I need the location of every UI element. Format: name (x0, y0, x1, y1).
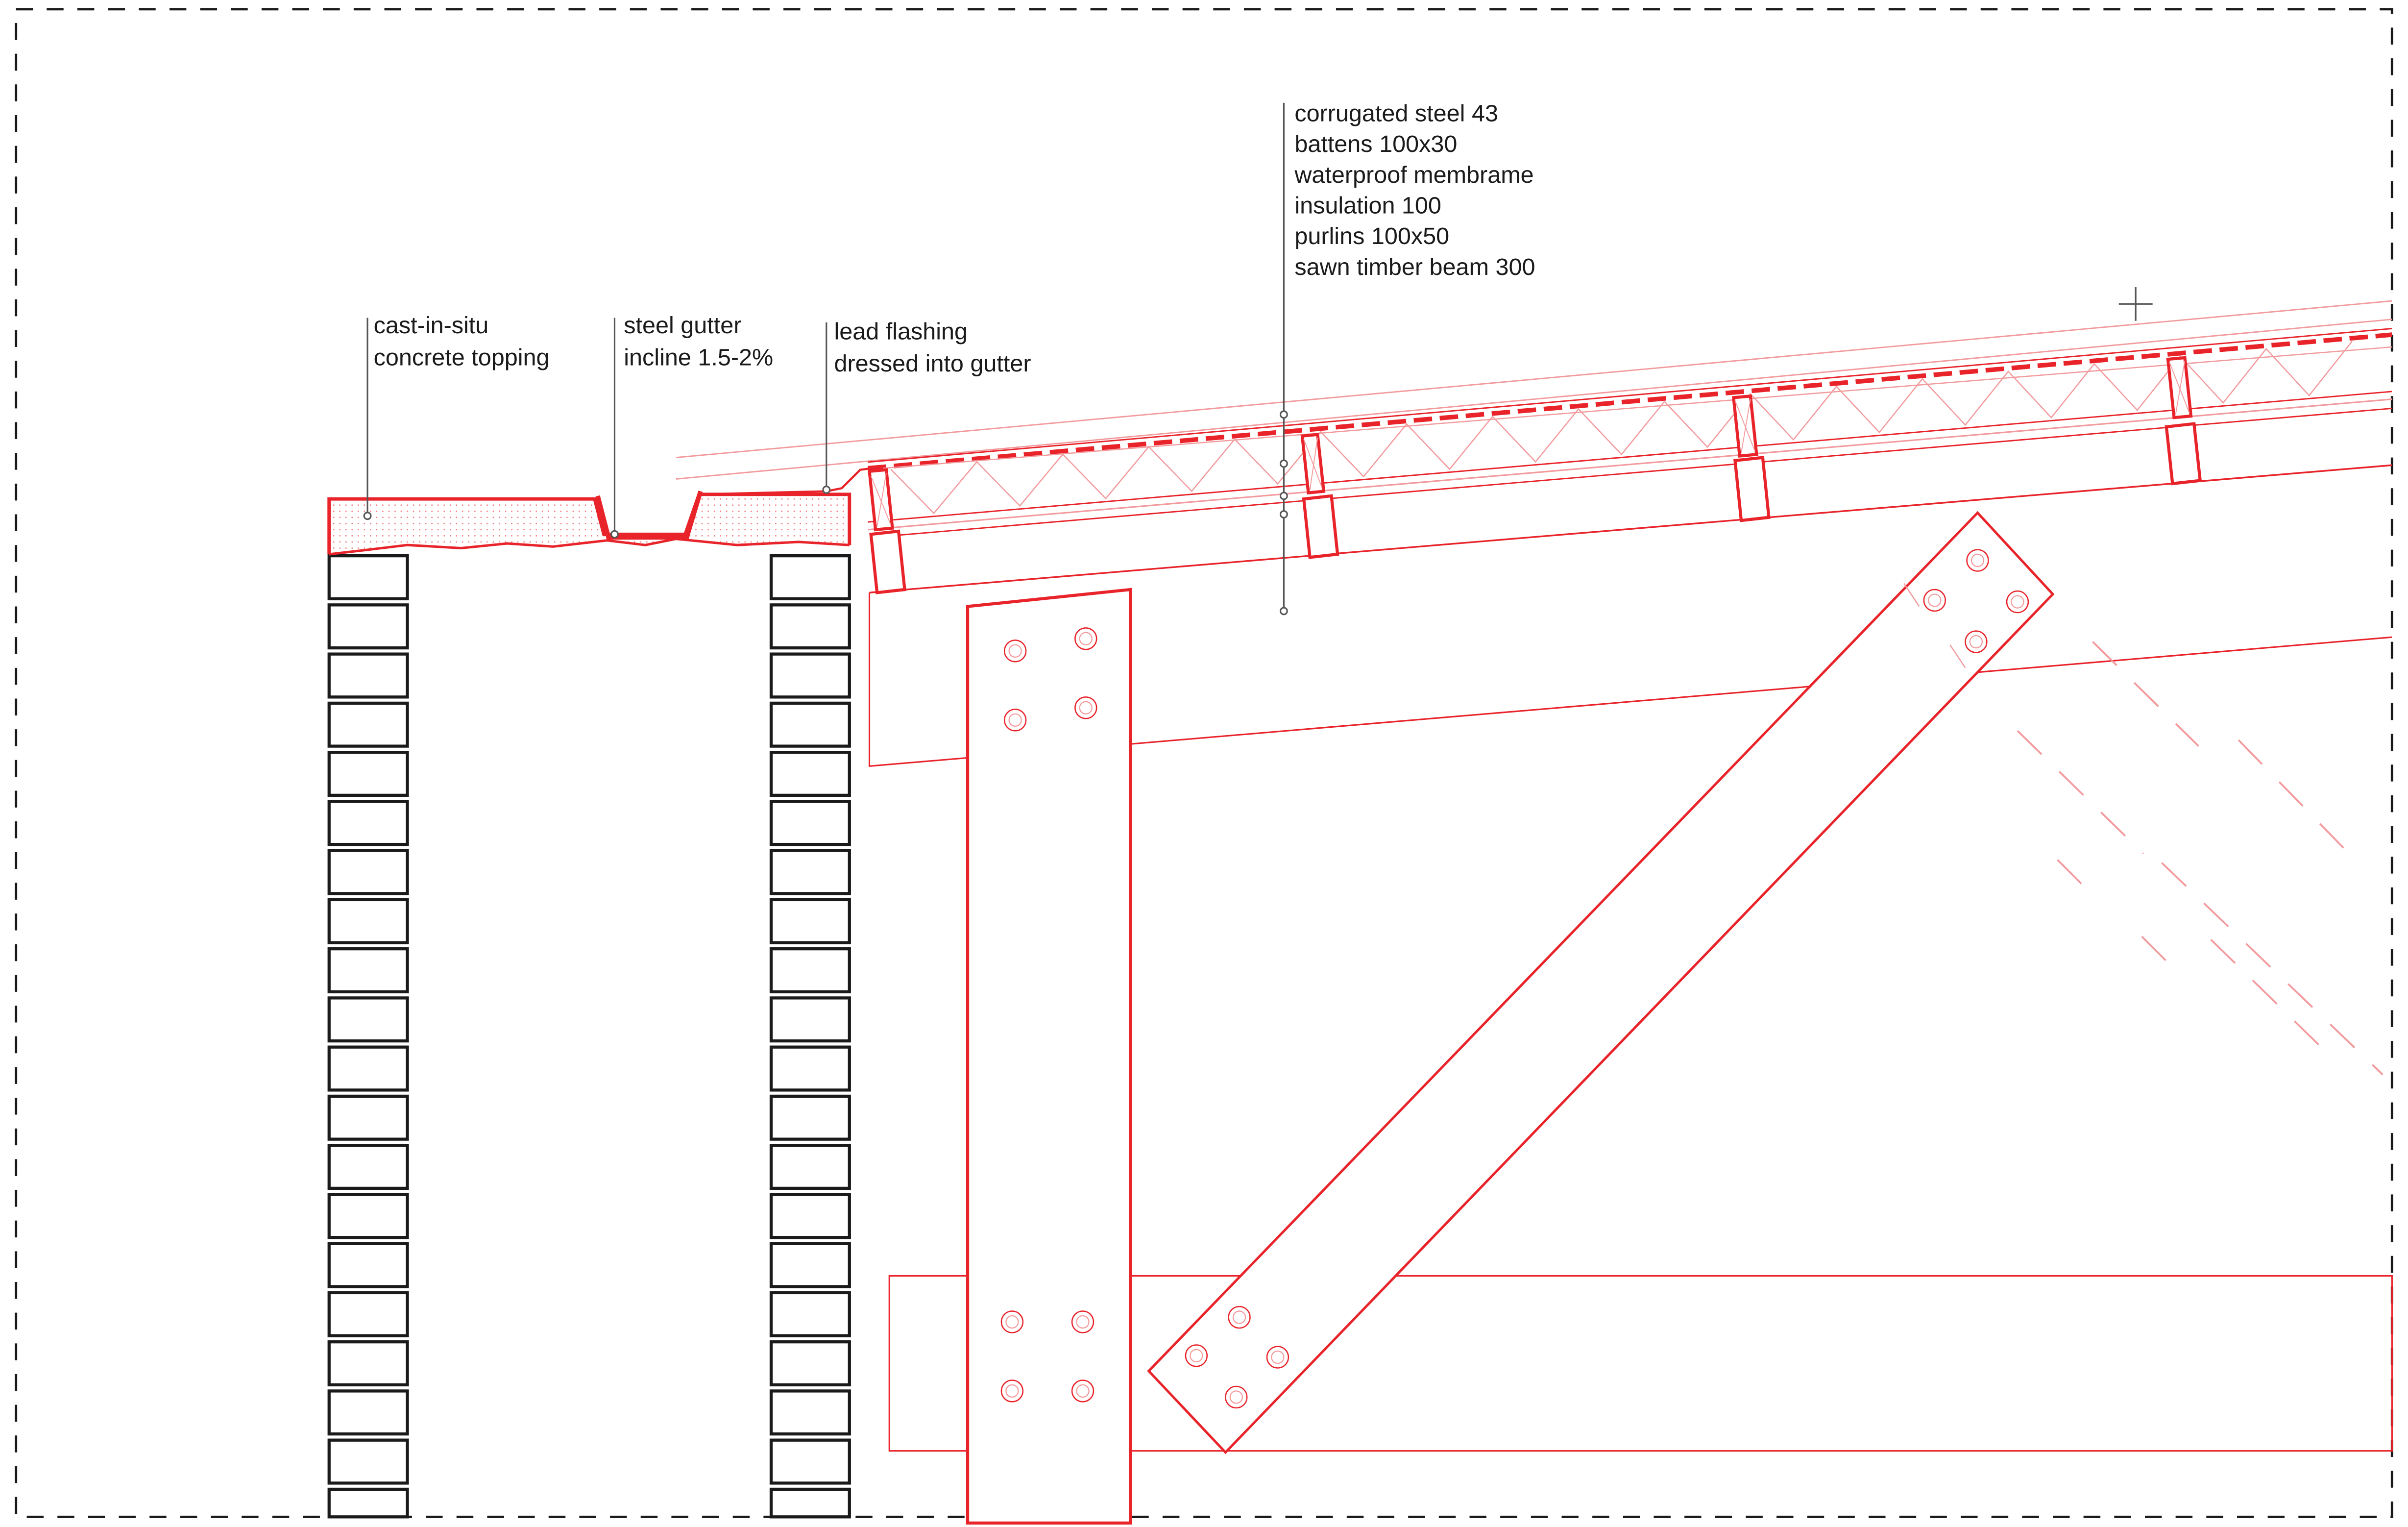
label-flashing-line-2: dressed into gutter (834, 350, 1031, 377)
bolt (1966, 549, 1989, 572)
brick (769, 1291, 851, 1337)
brick (769, 1242, 851, 1288)
brick (769, 1438, 851, 1485)
label-gutter-line-2: incline 1.5-2% (624, 345, 773, 371)
brick (769, 1193, 851, 1239)
bolt (1071, 1379, 1095, 1403)
brick (769, 849, 851, 895)
brick (327, 947, 409, 994)
label-roof-layer-2: battens 100x30 (1294, 131, 1457, 157)
bolt (1000, 1310, 1024, 1333)
diagonal-brace (1147, 511, 2055, 1454)
bolt (1228, 1305, 1251, 1329)
brick (769, 554, 851, 600)
bolt (1071, 1310, 1095, 1333)
brick (327, 1193, 409, 1239)
brick (769, 751, 851, 797)
steel-gutter (595, 491, 703, 540)
lead-flashing (699, 466, 884, 495)
battens (868, 356, 2193, 532)
concrete-topping-fill (329, 494, 850, 554)
bolt-group (1000, 549, 2029, 1409)
brick (769, 947, 851, 994)
brick (327, 751, 409, 797)
label-roof-layer-3: waterproof membrame (1294, 162, 1533, 188)
brick (327, 1487, 409, 1519)
bolt (1074, 696, 1097, 719)
brick (327, 1094, 409, 1141)
brick (769, 800, 851, 846)
leader-dots (363, 410, 1288, 616)
bolt (1225, 1385, 1248, 1409)
label-roof-layer-4: insulation 100 (1294, 192, 1441, 219)
brick (769, 996, 851, 1043)
label-concrete-line-1: cast-in-situ (374, 312, 489, 339)
construction-lines (2017, 641, 2384, 1076)
brick (769, 1144, 851, 1190)
label-gutter-line-1: steel gutter (624, 312, 741, 339)
concrete-topping-outline (327, 493, 851, 554)
insulation-zigzag (890, 341, 2353, 515)
brick (327, 1291, 409, 1337)
brick (327, 1242, 409, 1288)
brick (769, 603, 851, 650)
brick-wall (327, 554, 851, 1519)
brick (769, 1094, 851, 1141)
purlins (869, 422, 2202, 594)
brick (769, 1389, 851, 1436)
label-flashing-line-1: lead flashing (834, 318, 968, 345)
bolt (1185, 1344, 1208, 1367)
brick (769, 898, 851, 944)
brick (327, 1045, 409, 1092)
label-roof-layer-6: sawn timber beam 300 (1294, 254, 1535, 280)
bolt (1965, 630, 1988, 653)
brick (327, 652, 409, 699)
sheet-border (15, 8, 2393, 1518)
label-roof-layer-1: corrugated steel 43 (1294, 100, 1498, 127)
crosshair-cursor-icon (2118, 287, 2153, 321)
brick (327, 898, 409, 944)
brick (769, 1340, 851, 1387)
bolt (1266, 1346, 1289, 1369)
concrete-break-line (329, 538, 850, 556)
bolt (1000, 1379, 1024, 1403)
brick (769, 1045, 851, 1092)
brick (327, 1340, 409, 1387)
bolt (1003, 640, 1027, 663)
brick (769, 652, 851, 699)
timber-post (966, 588, 1132, 1525)
brick (327, 603, 409, 650)
bolt (1074, 627, 1097, 650)
label-concrete-line-2: concrete topping (374, 345, 550, 371)
brick (769, 1487, 851, 1519)
brick (327, 1438, 409, 1485)
brick (327, 1389, 409, 1436)
tie-beam (888, 1275, 2393, 1452)
brick (327, 800, 409, 846)
brick (327, 849, 409, 895)
bolt (1923, 589, 1946, 612)
bolt (2006, 590, 2029, 614)
brick (769, 701, 851, 748)
label-roof-layer-5: purlins 100x50 (1294, 223, 1449, 249)
leader-lines (366, 102, 1285, 611)
brick (327, 554, 409, 600)
roof-layers (676, 300, 2392, 594)
bolt (1003, 709, 1027, 732)
brick (327, 1144, 409, 1190)
brick (327, 701, 409, 748)
brick (327, 996, 409, 1043)
